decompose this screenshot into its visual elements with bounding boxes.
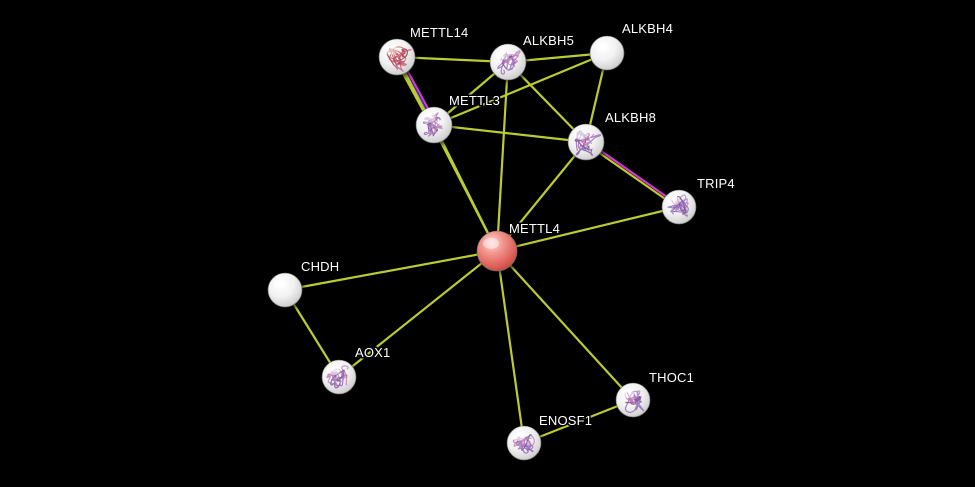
sphere-highlight — [273, 278, 287, 289]
sphere-highlight — [384, 45, 399, 55]
edge-ALKBH5-ALKBH8[interactable] — [506, 60, 588, 144]
structure-squiggle — [575, 145, 594, 156]
sphere-highlight — [421, 113, 436, 123]
node-AOX1[interactable]: AOX1 — [321, 344, 392, 395]
structure-squiggle — [330, 369, 345, 386]
node-label-METTL14: METTL14 — [410, 25, 468, 40]
edge-evidence-textmining[interactable] — [495, 205, 681, 253]
structure-squiggle — [427, 116, 441, 132]
sphere-highlight — [495, 50, 510, 60]
structure-squiggle — [506, 55, 515, 71]
edge-ENOSF1-THOC1[interactable] — [522, 398, 635, 445]
edge-evidence-textmining[interactable] — [495, 60, 510, 253]
edge-evidence-textmining[interactable] — [495, 249, 635, 402]
structure-squiggle — [625, 396, 641, 404]
edge-METTL4-ENOSF1[interactable] — [495, 249, 526, 445]
node-ALKBH4[interactable]: ALKBH4 — [589, 20, 674, 71]
sphere-highlight — [483, 237, 499, 249]
node-label-ENOSF1: ENOSF1 — [539, 413, 592, 428]
sphere-highlight — [573, 130, 588, 140]
node-label-AOX1: AOX1 — [355, 345, 390, 360]
structure-squiggle — [672, 203, 688, 217]
structure-squiggle — [398, 55, 407, 66]
node-THOC1[interactable]: THOC1 — [615, 369, 695, 418]
node-ENOSF1[interactable]: ENOSF1 — [506, 412, 594, 461]
node-ALKBH5[interactable]: ALKBH5 — [489, 32, 575, 81]
edge-METTL4-CHDH[interactable] — [283, 249, 499, 292]
node-label-CHDH: CHDH — [301, 259, 339, 274]
edge-METTL4-AOX1[interactable] — [337, 249, 499, 379]
edge-METTL4-THOC1[interactable] — [495, 249, 635, 402]
structure-squiggle — [393, 48, 408, 65]
edge-evidence-textmining[interactable] — [584, 142, 680, 210]
edge-evidence-textmining[interactable] — [495, 249, 526, 445]
edge-ALKBH8-TRIP4[interactable] — [584, 139, 681, 210]
edge-evidence-experiments[interactable] — [585, 139, 681, 207]
edge-METTL3-METTL4[interactable] — [432, 123, 499, 253]
edge-evidence-textmining[interactable] — [522, 398, 635, 445]
edge-evidence-textmining[interactable] — [495, 140, 588, 253]
node-label-METTL4: METTL4 — [509, 221, 560, 236]
edge-evidence-textmining[interactable] — [432, 123, 499, 253]
structure-squiggle — [512, 437, 532, 447]
sphere-highlight — [512, 432, 526, 441]
edge-TRIP4-METTL4[interactable] — [495, 205, 681, 253]
node-label-ALKBH5: ALKBH5 — [523, 33, 574, 48]
protein-sphere[interactable] — [267, 272, 303, 308]
sphere-highlight — [667, 196, 681, 205]
edge-METTL14-ALKBH5[interactable] — [395, 55, 510, 64]
edge-evidence-textmining[interactable] — [432, 51, 609, 127]
node-label-METTL3: METTL3 — [449, 93, 500, 108]
edge-ALKBH4-METTL3[interactable] — [432, 51, 609, 127]
protein-sphere-query[interactable] — [476, 230, 518, 272]
node-ALKBH8[interactable]: ALKBH8 — [567, 109, 657, 161]
edge-evidence-textmining[interactable] — [337, 249, 499, 379]
edge-ALKBH8-METTL4[interactable] — [495, 140, 588, 253]
structure-squiggle — [676, 195, 687, 214]
sphere-highlight — [621, 389, 635, 398]
structure-squiggle — [669, 194, 687, 212]
structure-squiggle — [630, 390, 641, 404]
structure-squiggle — [519, 439, 531, 449]
edge-ALKBH5-METTL4[interactable] — [495, 60, 510, 253]
node-label-THOC1: THOC1 — [649, 370, 694, 385]
structure-squiggle — [333, 379, 341, 389]
protein-sphere[interactable] — [589, 35, 625, 71]
node-CHDH[interactable]: CHDH — [267, 258, 341, 308]
sphere-highlight — [327, 366, 341, 375]
node-METTL14[interactable]: METTL14 — [378, 24, 470, 76]
node-label-ALKBH4: ALKBH4 — [622, 21, 673, 36]
edge-METTL3-ALKBH8[interactable] — [432, 123, 588, 144]
node-TRIP4[interactable]: TRIP4 — [661, 175, 736, 225]
edge-evidence-textmining[interactable] — [506, 60, 588, 144]
node-label-TRIP4: TRIP4 — [697, 176, 735, 191]
node-METTL3[interactable]: METTL3 — [415, 92, 501, 144]
node-label-ALKBH8: ALKBH8 — [605, 110, 656, 125]
edge-evidence-textmining[interactable] — [283, 249, 499, 292]
edge-evidence-textmining[interactable] — [395, 55, 510, 64]
sphere-highlight — [595, 41, 609, 52]
edge-evidence-textmining[interactable] — [432, 123, 588, 144]
node-METTL4[interactable]: METTL4 — [476, 220, 561, 272]
